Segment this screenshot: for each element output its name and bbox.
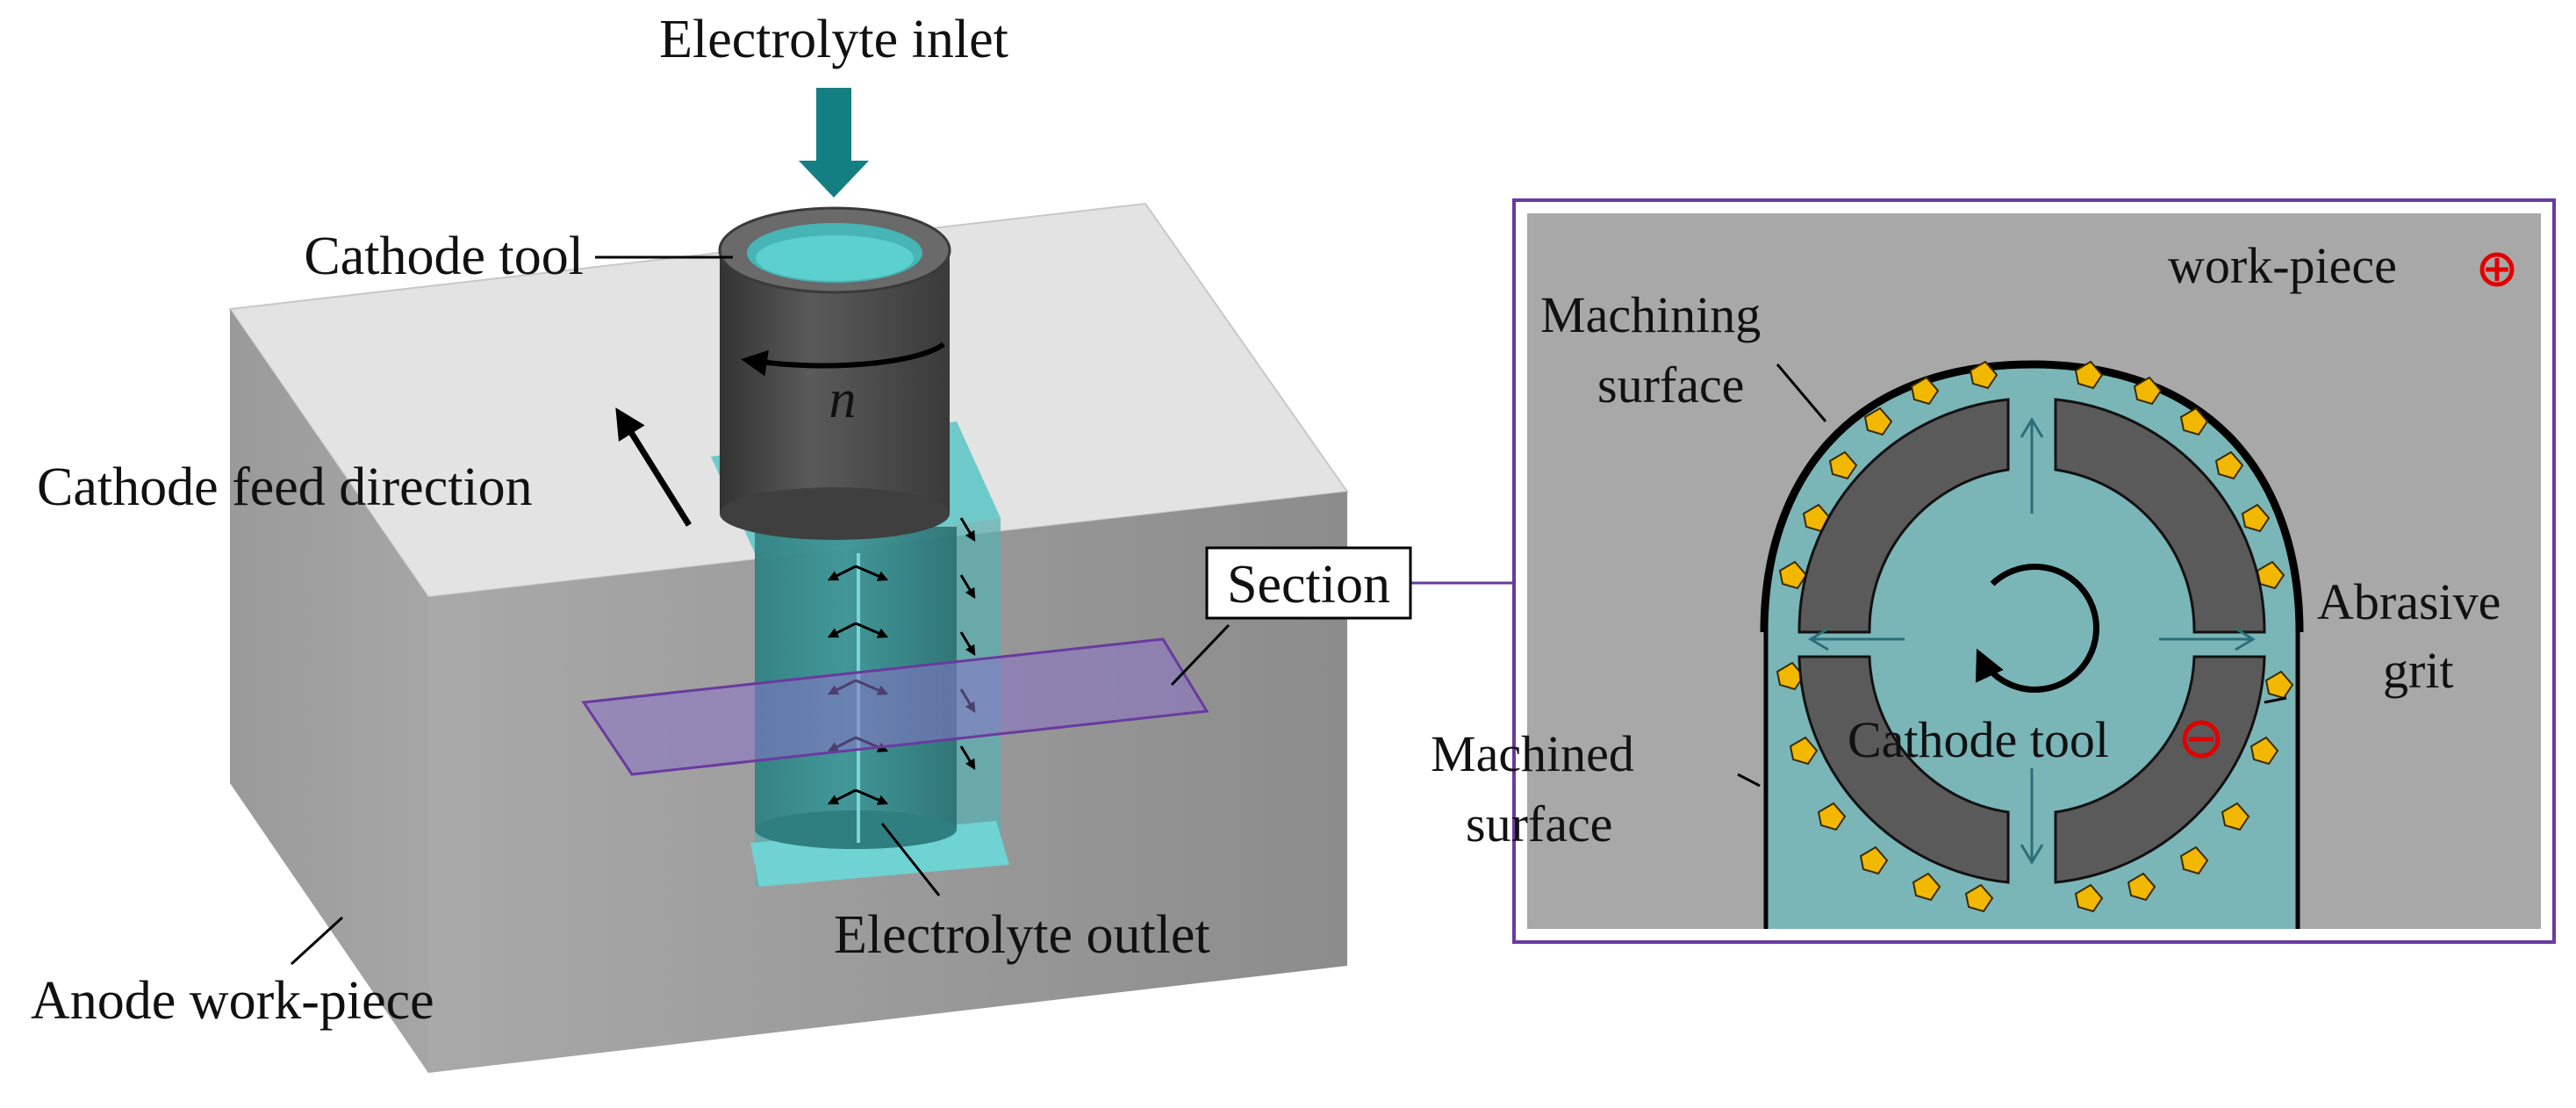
label-cathode-tool: Cathode tool (304, 227, 584, 286)
section-plane (581, 637, 1209, 776)
section-cathode-tool-ring (1797, 398, 2266, 884)
abrasive-grit (1789, 736, 1819, 766)
abrasive-grit (1776, 661, 1805, 691)
abrasive-grit (2127, 872, 2156, 902)
abrasive-grit (1863, 407, 1893, 436)
abrasive-grit (1969, 360, 1998, 390)
flow-arrow-pair (827, 565, 889, 581)
feed-direction-arrow (615, 407, 692, 527)
label-abrasive-line1: Abrasive (2317, 573, 2501, 630)
plus-circle-icon (2479, 252, 2515, 287)
rotation-arrow-icon (741, 342, 945, 377)
label-machining-line1: Machining (1540, 286, 1761, 343)
block-side-face (230, 309, 428, 1073)
abrasive-grit (2074, 360, 2104, 390)
label-machining-line2: surface (1597, 356, 1744, 414)
abrasive-grit (1859, 845, 1889, 875)
flow-arrow (959, 574, 976, 600)
abrasive-grit (2179, 845, 2209, 875)
abrasive-grit (2214, 450, 2244, 480)
leader-lines-right (1737, 363, 2287, 788)
flow-arrow-up (2020, 417, 2044, 514)
tool-segment-top-right (2054, 398, 2266, 634)
label-section: Section (1227, 555, 1390, 615)
flow-arrow-right (2159, 627, 2256, 651)
label-cathode-feed-direction: Cathode feed direction (37, 457, 533, 517)
leader-anode-workpiece (290, 916, 344, 966)
abrasive-grit (1778, 560, 1808, 590)
flow-arrow-left (1808, 627, 1905, 651)
abrasive-grit (1817, 802, 1847, 831)
label-machined-line1: Machined (1431, 725, 1634, 782)
abrasive-grit (1910, 376, 1940, 406)
tool-segment-top-left (1797, 398, 2010, 634)
abrasive-grit (2074, 883, 2104, 913)
abrasive-grit (1912, 872, 1941, 902)
flow-arrow-pair (827, 622, 889, 638)
abrasive-grit (2250, 736, 2279, 766)
electrolyte-inlet-arrow (799, 88, 869, 198)
cathode-tool-upper (718, 206, 951, 540)
label-electrolyte-outlet: Electrolyte outlet (834, 905, 1210, 965)
label-rotation-n: n (829, 370, 857, 429)
abrasive-grit (2133, 376, 2163, 406)
abrasive-grit (2179, 407, 2209, 436)
label-abrasive-line2: grit (2383, 642, 2454, 699)
abrasive-grit (2264, 670, 2294, 700)
label-machined-line2: surface (1466, 795, 1612, 853)
abrasive-grit (1828, 450, 1858, 480)
tool-segment-bottom-right (2054, 655, 2266, 884)
label-section-cathode-tool: Cathode tool (1848, 711, 2109, 768)
leader-machined-surface (1737, 773, 1761, 788)
abrasive-grit (2221, 802, 2250, 831)
abrasive-grit (1964, 883, 1994, 913)
section-flow-arrows (1808, 417, 2256, 865)
minus-circle-icon (2182, 720, 2221, 759)
abrasive-grit (2241, 503, 2271, 533)
leader-electrolyte-outlet (880, 823, 941, 896)
leader-machining-surface (1776, 363, 1827, 422)
label-anode-work-piece: Anode work-piece (31, 971, 434, 1031)
leader-abrasive-grit (2264, 696, 2287, 704)
leader-section (1170, 623, 1231, 687)
abrasive-grits (1776, 360, 2294, 913)
section-rotation-arrow-icon (1976, 564, 2099, 693)
tool-segment-bottom-left (1797, 655, 2010, 884)
flow-arrow (959, 745, 976, 771)
leader-lines-left (290, 255, 1231, 966)
label-work-piece: work-piece (2168, 237, 2397, 294)
flow-arrow-pair (827, 788, 889, 805)
machining-surface-curve (1760, 360, 2304, 633)
flow-arrow-down (2020, 768, 2044, 865)
flow-arrow (959, 631, 976, 657)
section-label-box (1205, 546, 1412, 620)
flow-arrow (959, 517, 976, 543)
label-electrolyte-inlet: Electrolyte inlet (659, 10, 1008, 69)
